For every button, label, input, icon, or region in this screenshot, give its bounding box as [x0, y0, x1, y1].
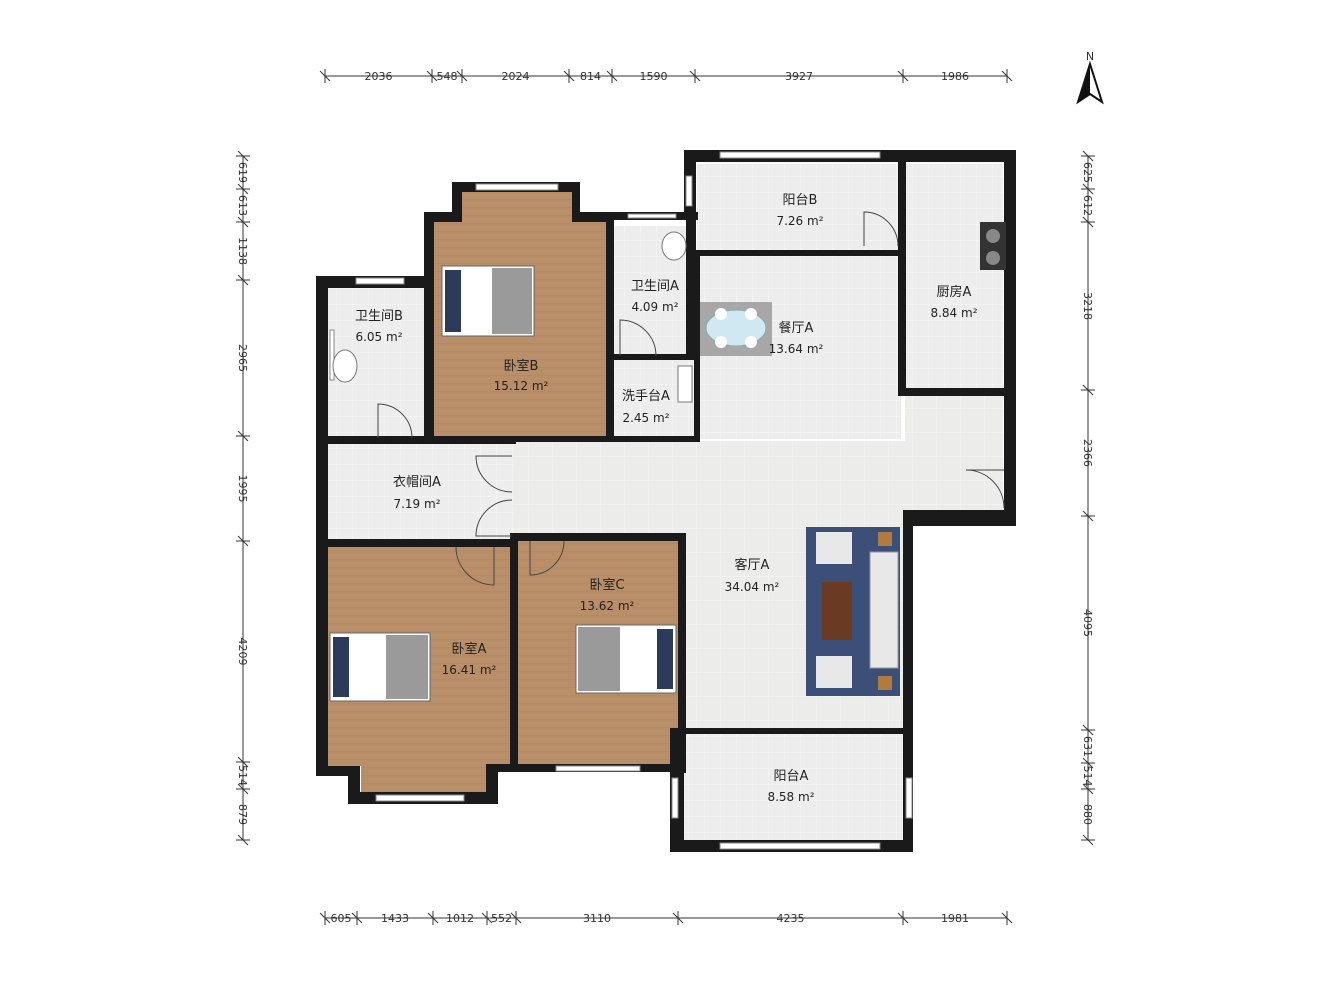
dimension-label: 605: [331, 912, 352, 925]
room-area: 16.41 m²: [442, 663, 497, 677]
door-entry: [965, 469, 1005, 509]
room-area: 8.58 m²: [767, 790, 814, 804]
room-name: 餐厅A: [779, 320, 814, 336]
dimension-label: 1590: [640, 70, 668, 83]
walls: [316, 150, 1016, 852]
room-area: 4.09 m²: [631, 300, 678, 314]
room-area: 34.04 m²: [725, 580, 780, 594]
door-balcony-b: [863, 211, 899, 247]
dimension-label: 4095: [1081, 609, 1094, 637]
room-area: 13.62 m²: [580, 599, 635, 613]
door-cloakroom-2: [475, 499, 513, 537]
sofa-icon: [816, 532, 899, 690]
room-area: 15.12 m²: [494, 379, 549, 393]
dimension-label: 2024: [502, 70, 530, 83]
room-name: 卧室A: [452, 641, 487, 657]
room-area: 8.84 m²: [930, 306, 977, 320]
room-area: 6.05 m²: [355, 330, 402, 344]
dimension-label: 2965: [236, 344, 249, 372]
dimension-label: 1981: [941, 912, 969, 925]
balcony-b-floor: [697, 164, 903, 252]
dimension-label: 619: [236, 162, 249, 183]
dimension-label: 514: [1081, 766, 1094, 787]
dimension-label: 3218: [1081, 292, 1094, 320]
room-area: 2.45 m²: [622, 411, 669, 425]
room-name: 卫生间A: [631, 279, 679, 294]
dimension-label: 548: [437, 70, 458, 83]
room-name: 洗手台A: [622, 389, 670, 404]
kitchen-a-floor: [905, 164, 1003, 388]
sink-icon: [677, 365, 693, 403]
dimension-label: 631: [1081, 736, 1094, 757]
corridor-floor: [905, 396, 1003, 441]
dimension-label: 625: [1081, 162, 1094, 183]
room-area: 7.26 m²: [776, 214, 823, 228]
room-labels: 卧室B 15.12 m² 卫生间A 4.09 m² 阳台B 7.26 m² 厨房…: [355, 193, 978, 804]
dimension-lines: 2036 548 2024 814 1590 3927 1986 605 1433 1012 552…: [236, 69, 1095, 925]
dimension-label: 2036: [365, 70, 393, 83]
room-name: 阳台A: [774, 769, 809, 784]
dimension-label: 3927: [785, 70, 813, 83]
room-name: 卫生间B: [355, 309, 403, 324]
stove-icon: [980, 222, 1006, 270]
room-name: 阳台B: [783, 193, 818, 208]
dining-table-icon: [700, 302, 772, 356]
door-bathroom-a: [619, 319, 657, 357]
dimension-label: 880: [1081, 804, 1094, 825]
dimension-label: 612: [1081, 195, 1094, 216]
toilet-icon: [332, 349, 358, 383]
dimension-label: 1012: [446, 912, 474, 925]
room-name: 卧室B: [504, 358, 539, 374]
dimension-label: 1986: [941, 70, 969, 83]
dimension-label: 814: [580, 70, 601, 83]
room-name: 客厅A: [735, 557, 770, 573]
north-arrow-icon: N: [1076, 50, 1104, 105]
bedroom-b-bay-floor: [462, 192, 572, 222]
door-bedroom-c: [529, 540, 565, 576]
compass-label: N: [1086, 50, 1094, 63]
room-name: 厨房A: [937, 284, 972, 300]
bed-icon: [329, 632, 431, 702]
room-name: 卧室C: [589, 577, 624, 593]
dimension-label: 552: [491, 912, 512, 925]
door-bathroom-b: [377, 403, 413, 439]
dimension-label: 1433: [381, 912, 409, 925]
door-cloakroom-1: [475, 455, 513, 493]
balcony-a-floor: [684, 732, 903, 840]
room-name: 衣帽间A: [393, 474, 441, 490]
dimension-label: 4235: [777, 912, 805, 925]
toilet-icon: [661, 231, 687, 261]
furniture: [329, 222, 1006, 702]
dimension-label: 2366: [1081, 439, 1094, 467]
bed-icon: [441, 265, 535, 337]
dimension-label: 613: [236, 195, 249, 216]
dimension-label: 879: [236, 804, 249, 825]
dimension-label: 514: [236, 765, 249, 786]
room-area: 7.19 m²: [393, 497, 440, 511]
dimension-label: 1138: [236, 237, 249, 265]
doors: [377, 211, 1005, 586]
bed-icon: [575, 624, 677, 694]
door-bedroom-a: [455, 546, 495, 586]
cloakroom-a-floor: [328, 443, 514, 539]
room-area: 13.64 m²: [769, 342, 824, 356]
dimension-label: 3110: [583, 912, 611, 925]
dimension-label: 1995: [236, 475, 249, 503]
dimension-label: 4209: [236, 638, 249, 666]
